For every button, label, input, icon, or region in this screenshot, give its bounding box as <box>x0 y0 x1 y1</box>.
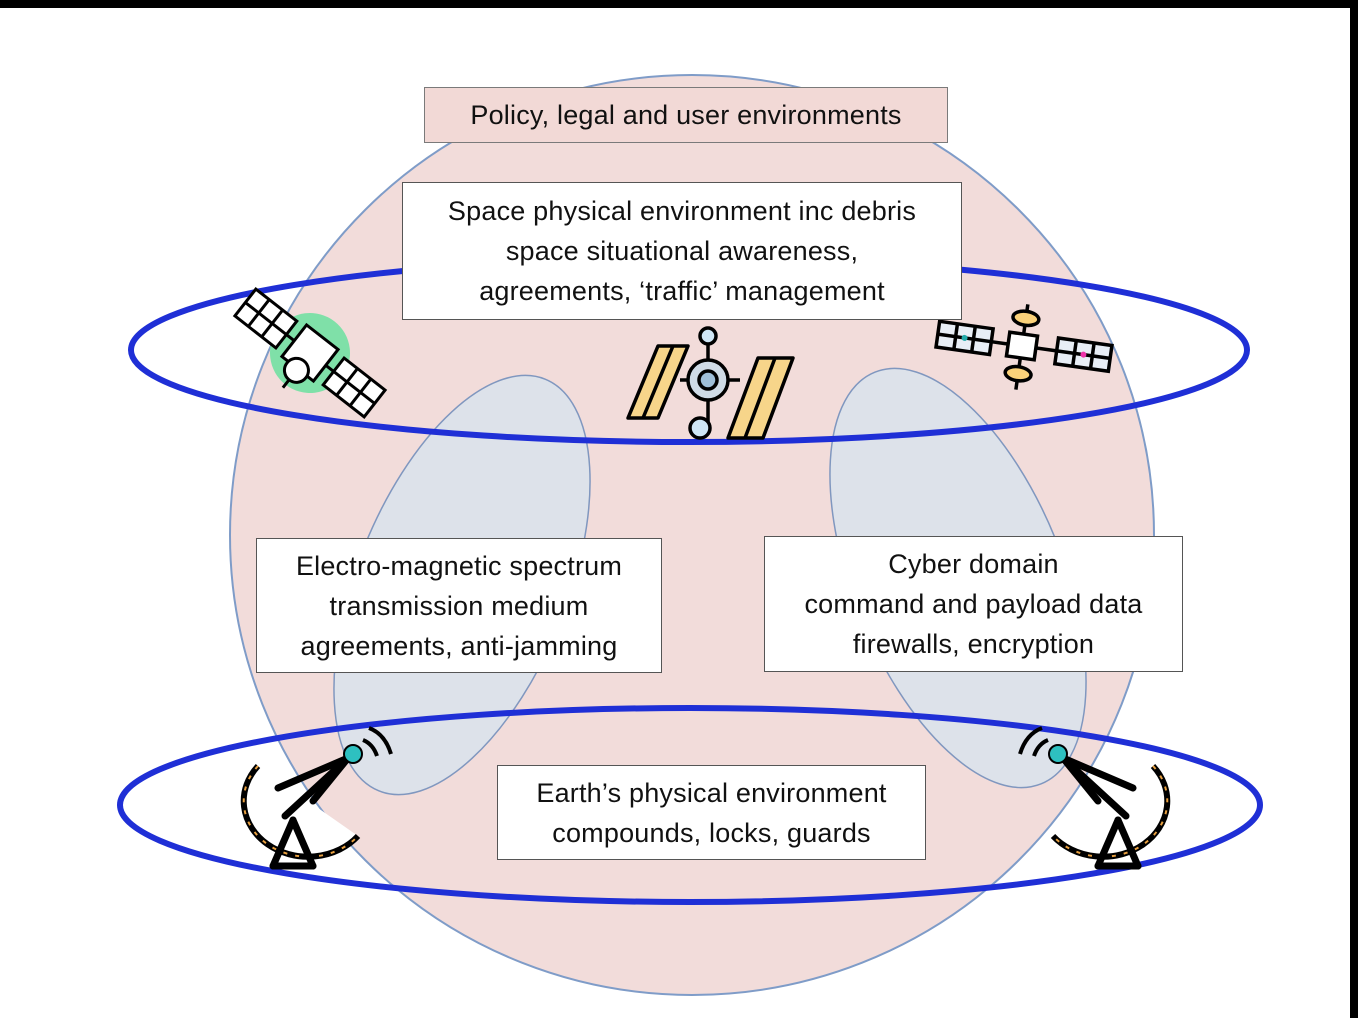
space-label-line-1: Space physical environment inc debris <box>447 196 917 226</box>
satellite-icon <box>232 287 388 419</box>
space-label-line-3: agreements, ‘traffic’ management <box>479 276 885 306</box>
earth-label-line-2: compounds, locks, guards <box>552 817 871 848</box>
cyber-label-box: Cyber domain command and payload data fi… <box>764 536 1183 672</box>
space-station-icon <box>626 326 795 440</box>
satellite-icon <box>934 304 1114 390</box>
cyber-label-line-1: Cyber domain <box>888 549 1059 579</box>
cyber-label-line-2: command and payload data <box>804 589 1143 619</box>
spectrum-label-box: Electro-magnetic spectrum transmission m… <box>256 538 662 673</box>
spectrum-label-line-2: transmission medium <box>329 590 589 621</box>
spectrum-label-line-3: agreements, anti-jamming <box>300 630 618 661</box>
policy-label: Policy, legal and user environments <box>470 100 902 130</box>
spectrum-label-line-1: Electro-magnetic spectrum <box>295 550 623 581</box>
satellite-dish-icon <box>1018 726 1171 870</box>
earth-label-box: Earth’s physical environment compounds, … <box>497 765 926 860</box>
top-border <box>0 0 1358 8</box>
right-border <box>1350 0 1358 1018</box>
policy-label-box: Policy, legal and user environments <box>424 87 948 143</box>
earth-label-line-1: Earth’s physical environment <box>536 777 887 808</box>
earth-orbit-ring <box>117 705 1263 905</box>
cyber-label-line-3: firewalls, encryption <box>852 629 1095 659</box>
space-label-box: Space physical environment inc debris sp… <box>402 182 962 320</box>
satellite-dish-icon <box>240 726 393 870</box>
space-label-line-2: space situational awareness, <box>505 236 859 266</box>
